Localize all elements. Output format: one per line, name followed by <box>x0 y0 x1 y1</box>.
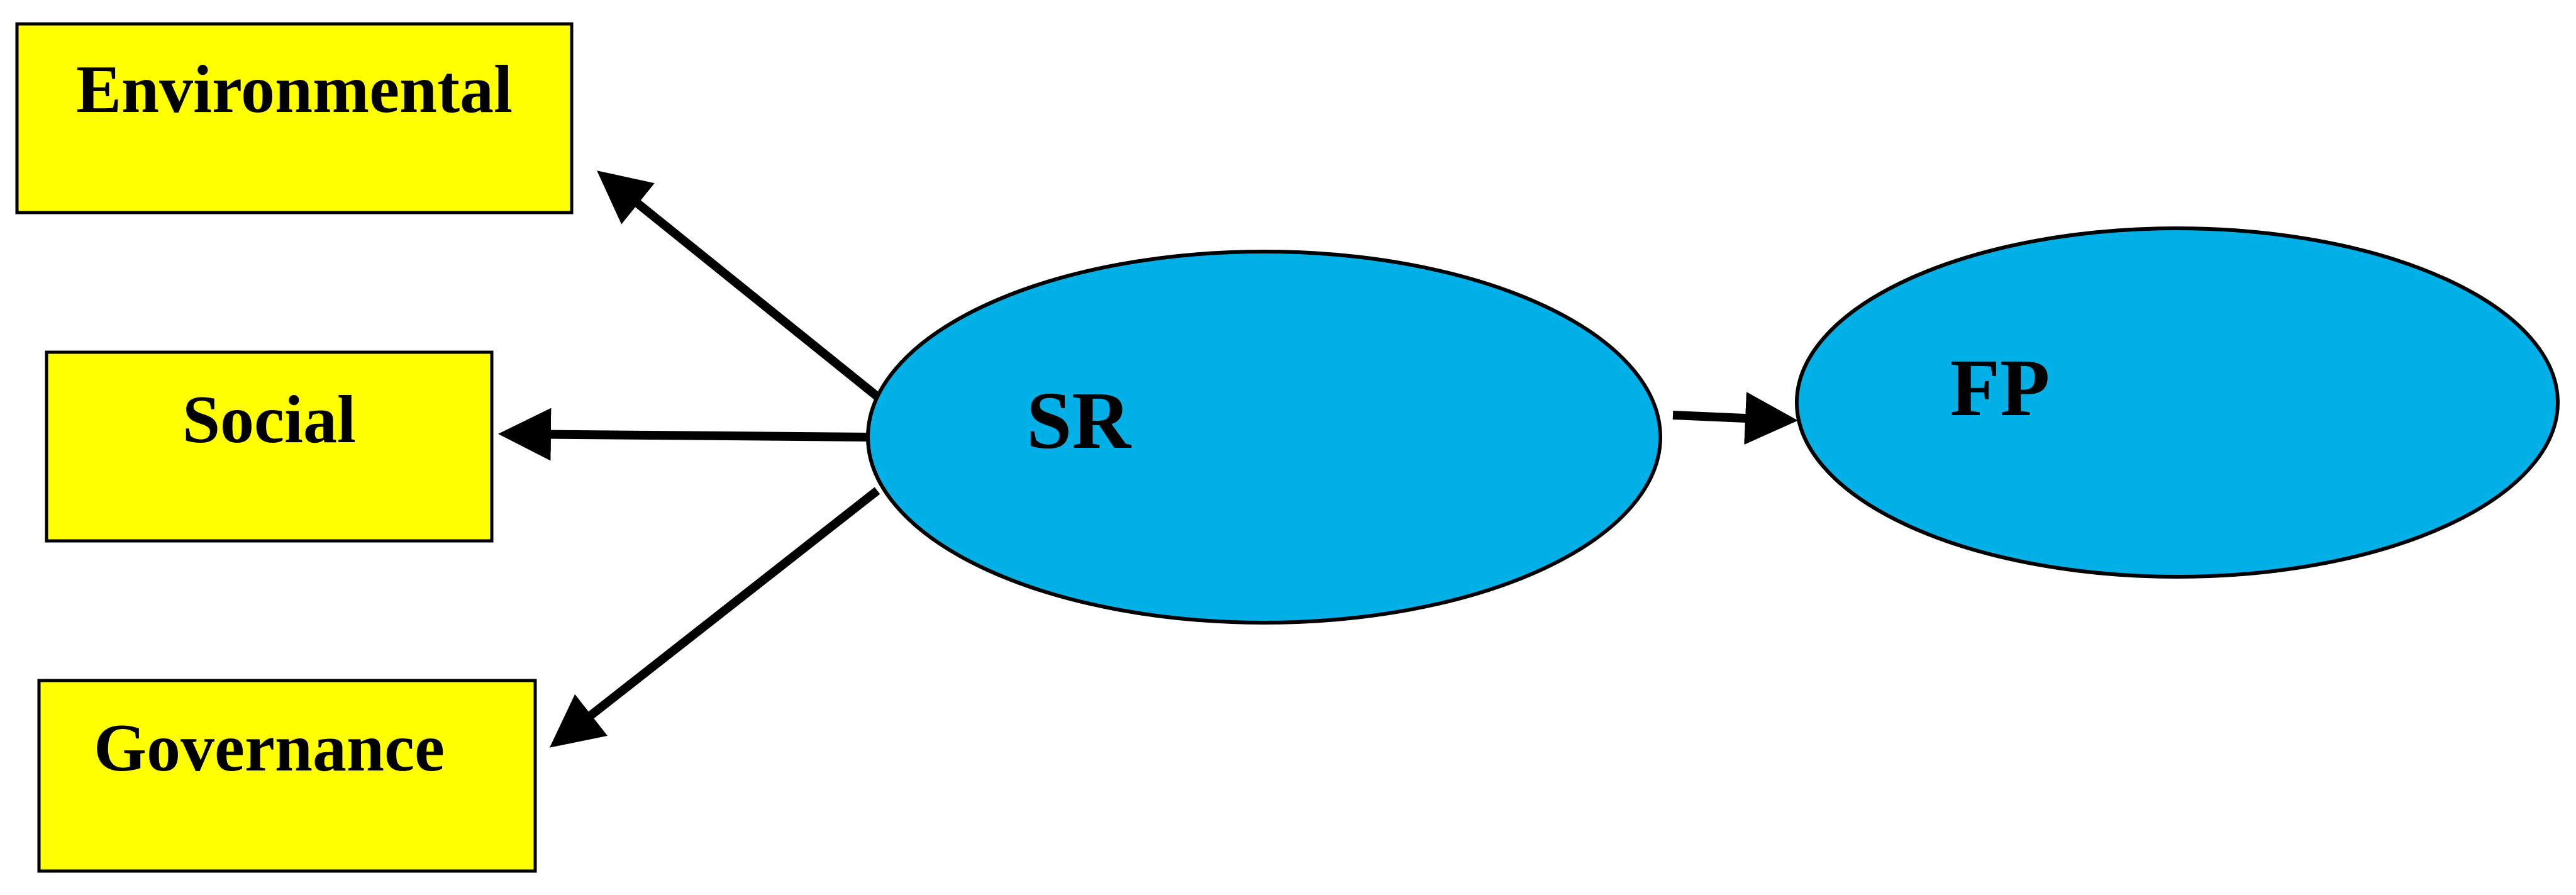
environmental-node: Environmental <box>15 22 574 214</box>
governance-box <box>37 679 537 873</box>
edge-sr-social <box>498 408 872 461</box>
sr-ellipse <box>866 250 1662 625</box>
edge-sr-governance <box>549 487 880 748</box>
governance-label: Governance <box>94 711 445 786</box>
edge-sr-environmental <box>597 170 892 409</box>
social-node: Social <box>45 350 494 543</box>
fp-node: FP <box>1795 226 2560 579</box>
environmental-box <box>15 22 574 214</box>
environmental-label: Environmental <box>76 52 513 127</box>
social-box <box>45 350 494 543</box>
fp-label: FP <box>1950 343 2050 433</box>
sr-label: SR <box>1026 375 1132 466</box>
fp-ellipse <box>1795 226 2560 579</box>
governance-node: Governance <box>37 679 537 873</box>
sr-node: SR <box>866 250 1662 625</box>
edge-sr-fp <box>1672 392 1798 445</box>
social-label: Social <box>182 382 356 457</box>
